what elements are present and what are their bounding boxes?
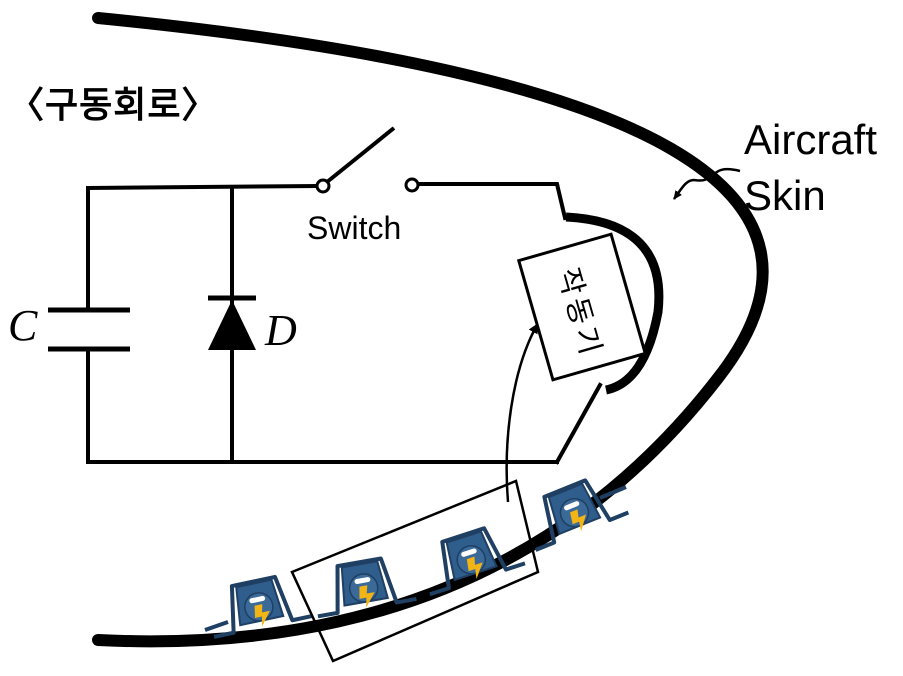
actuator-box xyxy=(516,232,648,382)
zoom-box xyxy=(290,479,540,663)
skin-leader-arrow xyxy=(672,168,741,200)
capacitor-label: C xyxy=(8,301,38,350)
actuator-row xyxy=(202,467,631,639)
switch-label: Switch xyxy=(307,210,402,246)
switch-symbol xyxy=(315,126,420,194)
capacitor-symbol xyxy=(48,307,130,352)
aircraft-skin xyxy=(92,12,769,648)
diode-symbol xyxy=(208,295,256,350)
actuator-mount-arc xyxy=(565,212,664,395)
zoom-arrow xyxy=(505,323,539,503)
diode-label: D xyxy=(265,306,297,355)
drive-circuit-title: 〈구동회로〉 xyxy=(8,85,219,126)
aircraft-skin-label-line2: Skin xyxy=(744,172,826,219)
aircraft-skin-label-line1: Aircraft xyxy=(744,116,878,163)
